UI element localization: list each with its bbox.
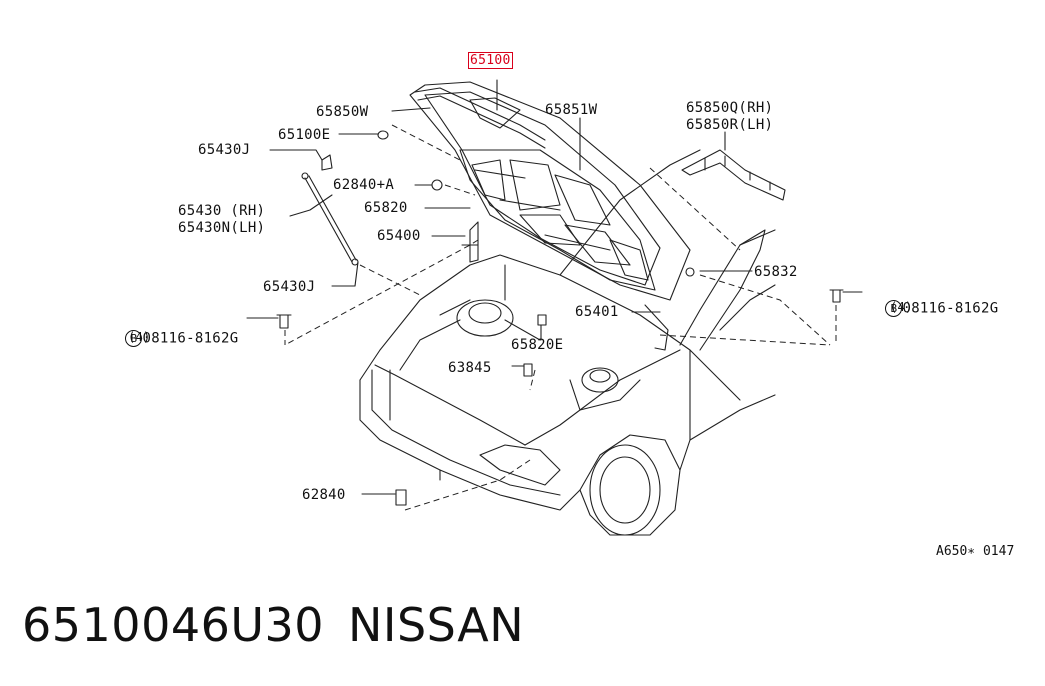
label-bolt-left-qty: (4) — [128, 330, 151, 344]
label-clip[interactable]: 65820E — [511, 337, 564, 353]
hood-panel — [409, 81, 691, 301]
label-bolt-right-qty: (4) — [890, 300, 913, 314]
label-seal-rh[interactable]: 65850Q(RH) — [686, 100, 774, 116]
label-stay-lh[interactable]: 65430N(LH) — [178, 220, 266, 236]
label-bumper-front[interactable]: 62840 — [302, 487, 346, 503]
bolt-right-number: 08116-8162G — [902, 300, 999, 317]
label-grommet[interactable]: 65832 — [754, 264, 798, 280]
label-hinge-lh[interactable]: 65400 — [377, 228, 421, 244]
diagram-ref-code: A650∗ 0147 — [936, 544, 1015, 559]
label-seal-lh[interactable]: 65850R(LH) — [686, 117, 774, 133]
label-hood-seal-rear[interactable]: 65851W — [545, 102, 598, 118]
label-stay-j-bottom[interactable]: 65430J — [263, 279, 316, 295]
label-bracket[interactable]: 63845 — [448, 360, 492, 376]
label-cap-e[interactable]: 65100E — [278, 127, 331, 143]
circle-b-icon: B — [885, 300, 903, 317]
hood-part-highlight[interactable]: 65100 — [468, 52, 513, 69]
car-body — [359, 149, 776, 536]
brand-name: NISSAN — [348, 598, 525, 652]
label-bumper-a[interactable]: 62840+A — [333, 177, 395, 193]
label-stay-j-top[interactable]: 65430J — [198, 142, 251, 158]
parts-diagram — [246, 79, 863, 536]
bolt-left-number: 08116-8162G — [142, 330, 239, 347]
label-hood[interactable]: 65100 — [468, 52, 513, 69]
label-insulator[interactable]: 65820 — [364, 200, 408, 216]
label-hinge-rh[interactable]: 65401 — [575, 304, 619, 320]
label-hood-seal-front[interactable]: 65850W — [316, 104, 369, 120]
circle-b-icon: B — [125, 330, 143, 347]
part-number: 6510046U30 — [22, 598, 325, 652]
label-stay-rh[interactable]: 65430 (RH) — [178, 203, 266, 219]
